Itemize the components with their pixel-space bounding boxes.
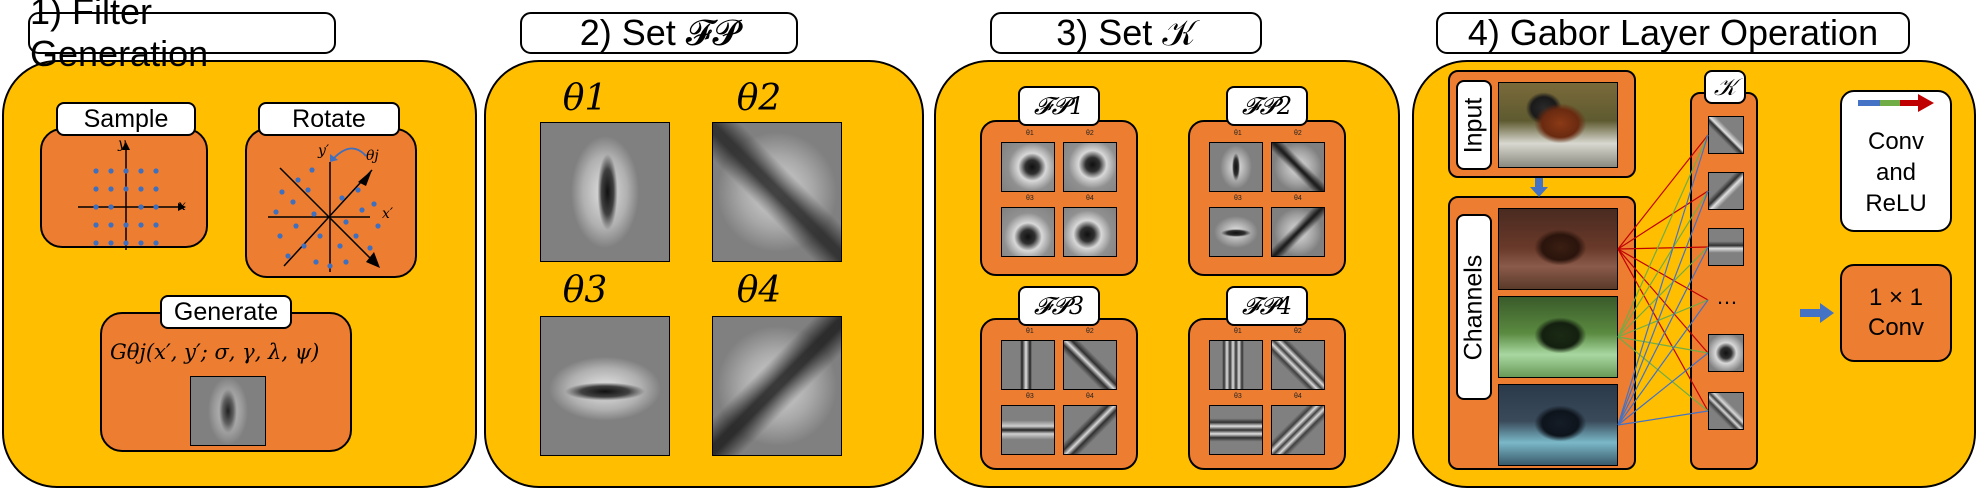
g4-filter-2 xyxy=(1271,340,1325,390)
g3-filter-3 xyxy=(1001,405,1055,455)
gabor-formula: Gθj(x′, y′; σ, γ, λ, ψ) xyxy=(110,340,320,364)
g4-filter-4 xyxy=(1271,405,1325,455)
g1-filter-1 xyxy=(1001,142,1055,192)
theta-3-label: θ3 xyxy=(562,269,608,311)
rotate-y-axis-label: y′ xyxy=(318,143,330,159)
conv-relu-line2: and xyxy=(1875,158,1917,186)
g4-filter-3 xyxy=(1209,405,1263,455)
k-filter-3 xyxy=(1708,228,1744,266)
g2-filter-1 xyxy=(1209,142,1263,192)
g2-filter-4 xyxy=(1271,207,1325,257)
input-photo xyxy=(1498,82,1618,168)
onebyone-line2: Conv xyxy=(1867,314,1925,341)
theta-1-label: θ1 xyxy=(562,77,608,119)
g4-theta-2: θ2 xyxy=(1294,328,1302,335)
filter-theta-4 xyxy=(712,316,842,456)
generate-label: Generate xyxy=(160,295,292,329)
g1-theta-3: θ3 xyxy=(1026,195,1034,202)
filter-theta-2 xyxy=(712,122,842,262)
generated-filter xyxy=(190,376,266,446)
filter-theta-1 xyxy=(540,122,670,262)
g1-filter-3 xyxy=(1001,207,1055,257)
rotate-label: Rotate xyxy=(258,102,400,136)
g4-theta-1: θ1 xyxy=(1234,328,1242,335)
sample-label: Sample xyxy=(56,102,196,136)
g2-theta-2: θ2 xyxy=(1294,130,1302,137)
k-filter-5 xyxy=(1708,392,1744,430)
sample-x-axis-label: x xyxy=(178,198,186,214)
panel4-title: 4) Gabor Layer Operation xyxy=(1436,12,1910,54)
g2-theta-1: θ1 xyxy=(1234,130,1242,137)
g2-filter-3 xyxy=(1209,207,1263,257)
conv-relu-line1: Conv xyxy=(1867,127,1925,155)
conv-relu-line3: ReLU xyxy=(1865,189,1927,217)
g2-theta-3: θ3 xyxy=(1234,195,1242,202)
g1-theta-2: θ2 xyxy=(1086,130,1094,137)
g4-filter-1 xyxy=(1209,340,1263,390)
g2-theta-4: θ4 xyxy=(1294,195,1302,202)
g3-theta-2: θ2 xyxy=(1086,328,1094,335)
g1-theta-1: θ1 xyxy=(1026,130,1034,137)
group-label-3: 𝓕𝓟3 xyxy=(1018,286,1100,326)
panel2-title: 2) Set 𝓕𝓟 xyxy=(520,12,798,54)
theta-2-label: θ2 xyxy=(736,77,782,119)
theta-4-label: θ4 xyxy=(736,269,782,311)
k-filter-4 xyxy=(1708,334,1744,372)
g4-theta-4: θ4 xyxy=(1294,393,1302,400)
group-label-1: 𝓕𝓟1 xyxy=(1018,86,1100,126)
g3-theta-1: θ1 xyxy=(1026,328,1034,335)
g3-filter-1 xyxy=(1001,340,1055,390)
panel3-title: 3) Set 𝒦 xyxy=(990,12,1262,54)
g1-theta-4: θ4 xyxy=(1086,195,1094,202)
panel1-title: 1) Filter Generation xyxy=(28,0,336,74)
g3-filter-2 xyxy=(1063,340,1117,390)
g3-theta-4: θ4 xyxy=(1086,393,1094,400)
k-filter-2 xyxy=(1708,172,1744,210)
group-label-2: 𝓕𝓟2 xyxy=(1226,86,1308,126)
k-ellipsis: … xyxy=(1716,284,1738,309)
channel-photo-blue xyxy=(1498,384,1618,466)
input-label: Input xyxy=(1456,80,1492,170)
g3-theta-3: θ3 xyxy=(1026,393,1034,400)
g1-filter-4 xyxy=(1063,207,1117,257)
k-filter-1 xyxy=(1708,116,1744,154)
g2-filter-2 xyxy=(1271,142,1325,192)
rotate-box xyxy=(245,128,417,278)
conv-relu-box: Conv and ReLU xyxy=(1840,90,1952,232)
filter-theta-3 xyxy=(540,316,670,456)
channel-photo-green xyxy=(1498,296,1618,378)
rotate-x-axis-label: x′ xyxy=(382,206,394,222)
one-by-one-conv-box: 1 × 1 Conv xyxy=(1840,264,1952,362)
onebyone-line1: 1 × 1 xyxy=(1868,284,1924,311)
channel-photo-red xyxy=(1498,208,1618,290)
rotate-angle-label: θj xyxy=(366,148,379,164)
g1-filter-2 xyxy=(1063,142,1117,192)
k-label: 𝒦 xyxy=(1704,70,1746,104)
channels-label: Channels xyxy=(1456,214,1492,400)
g3-filter-4 xyxy=(1063,405,1117,455)
sample-y-axis-label: y xyxy=(118,136,126,152)
group-label-4: 𝓕𝓟4 xyxy=(1226,286,1308,326)
g4-theta-3: θ3 xyxy=(1234,393,1242,400)
